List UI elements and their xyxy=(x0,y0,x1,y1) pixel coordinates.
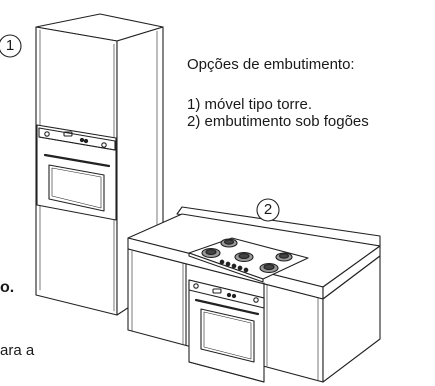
tower-oven xyxy=(38,131,116,212)
cropped-text-fragment-bold: o. xyxy=(0,279,15,296)
oven-knob-left-icon xyxy=(44,131,50,137)
oven-knob-right-icon xyxy=(101,142,107,148)
option-2-text: 2) embutimento sob fogões xyxy=(187,113,369,130)
oven-window xyxy=(48,164,105,212)
oven2-door-handle xyxy=(194,298,260,316)
oven2-window xyxy=(200,308,255,363)
built-in-oven xyxy=(188,279,265,383)
cooktop xyxy=(188,237,309,283)
oven2-knob-right-icon xyxy=(253,297,259,303)
counter-side xyxy=(322,255,381,383)
marker-counter-label: 2 xyxy=(263,201,273,218)
oven2-knob-left-icon xyxy=(193,283,199,289)
option-1-text: 1) móvel tipo torre. xyxy=(187,96,313,113)
cropped-text-fragment: ara a xyxy=(0,342,35,359)
oven-door-handle xyxy=(43,153,111,168)
marker-tower-label: 1 xyxy=(5,37,15,54)
caption-title: Opções de embutimento: xyxy=(187,56,355,73)
